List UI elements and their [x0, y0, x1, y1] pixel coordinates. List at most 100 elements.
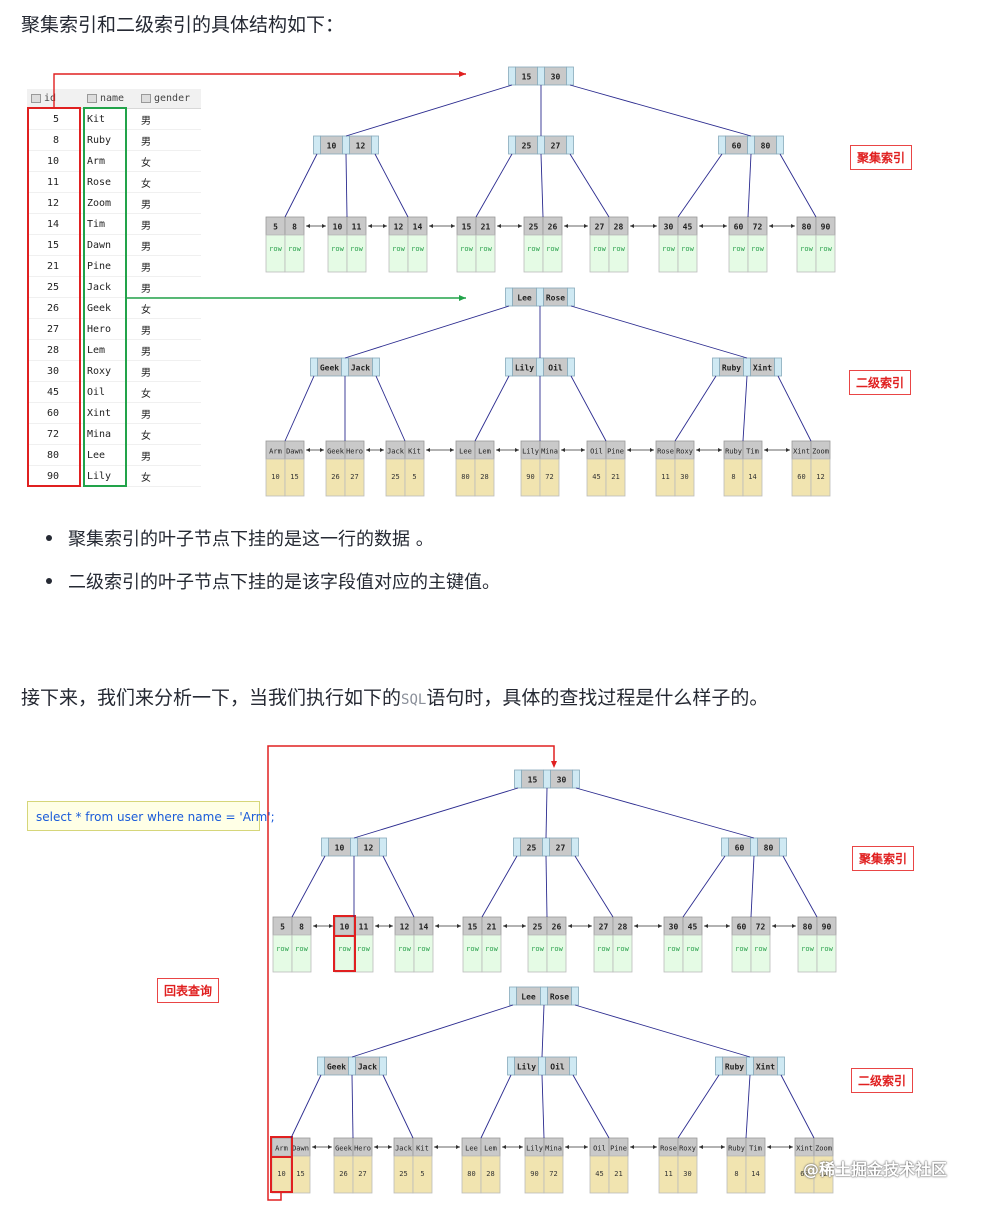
- leaf-key: 10: [340, 923, 350, 932]
- column-header-gender[interactable]: gender: [137, 89, 201, 109]
- arrow-head: [375, 924, 379, 928]
- leaf-key: 12: [400, 923, 410, 932]
- arrow-head: [450, 448, 454, 452]
- row-payload: row: [662, 245, 675, 253]
- arrow-head: [634, 924, 638, 928]
- tree-edge: [745, 1074, 751, 1139]
- cell-gender: 女: [137, 150, 201, 172]
- leaf-key: Rose: [660, 1145, 677, 1153]
- primary-key-cell: [810, 458, 831, 497]
- node-key: Xint: [756, 1062, 775, 1072]
- row-data-cell: [663, 934, 684, 973]
- leaf-key: Arm: [269, 448, 282, 456]
- arrow-head: [368, 224, 372, 228]
- cell-id: 45: [27, 381, 83, 403]
- node-pointer-cell: [569, 1056, 577, 1076]
- arrow-head: [627, 448, 631, 452]
- arrow-head: [503, 924, 507, 928]
- cell-gender: 男: [137, 360, 201, 382]
- leaf-key: 26: [548, 223, 558, 232]
- node-pointer-cell: [540, 986, 548, 1006]
- primary-key-value: 12: [816, 473, 824, 481]
- node-pointer-cell: [379, 1056, 387, 1076]
- leaf-key: Lee: [465, 1145, 478, 1153]
- leaf-key: 25: [533, 923, 543, 932]
- node-key: 15: [522, 73, 532, 82]
- bullet-item: 聚集索引的叶子节点下挂的是这一行的数据 。: [46, 525, 434, 551]
- cell-gender: 男: [137, 318, 201, 340]
- primary-key-value: 14: [751, 1170, 759, 1178]
- column-header-name[interactable]: name: [83, 89, 137, 109]
- row-data-cell: [272, 934, 293, 973]
- tree-edge: [682, 855, 726, 918]
- row-data-cell: [608, 234, 629, 273]
- node-key: Lily: [515, 363, 534, 373]
- arrow-head: [435, 924, 439, 928]
- cell-id: 28: [27, 339, 83, 361]
- tree-edge: [572, 1074, 610, 1139]
- tree-edge: [674, 375, 717, 442]
- tree-edge: [351, 1004, 514, 1058]
- primary-key-value: 25: [399, 1170, 407, 1178]
- leaf-key: Ruby: [725, 448, 742, 456]
- arrow-head: [522, 924, 526, 928]
- leaf-key: Mina: [541, 448, 558, 456]
- tree-edge: [375, 375, 406, 442]
- arrow-head: [564, 224, 568, 228]
- leaf-key: 14: [413, 223, 423, 232]
- leaf-key: Mina: [545, 1145, 562, 1153]
- column-icon: [87, 93, 97, 103]
- row-data-cell: [542, 234, 563, 273]
- row-data-cell: [284, 234, 305, 273]
- primary-key-value: 30: [683, 1170, 691, 1178]
- cell-name: Tim: [83, 213, 137, 235]
- leaf-key: Pine: [607, 448, 624, 456]
- arrow-head: [518, 224, 522, 228]
- intro-heading: 聚集索引和二级索引的具体结构如下：: [21, 14, 345, 36]
- cell-id: 10: [27, 150, 83, 172]
- secondary-index-label: 二级索引: [849, 370, 912, 395]
- arrow-head: [650, 448, 654, 452]
- tree-edge: [569, 153, 610, 218]
- row-payload: row: [357, 945, 370, 953]
- row-payload: row: [531, 945, 544, 953]
- arrow-head: [789, 1145, 793, 1149]
- bullet-dot: [46, 578, 52, 584]
- column-header-id[interactable]: id: [27, 89, 83, 109]
- leaf-key: 60: [734, 223, 744, 232]
- bullet-item: 二级索引的叶子节点下挂的是该字段值对应的主键值。: [46, 568, 500, 594]
- leaf-key: 5: [280, 923, 285, 932]
- tree-edge: [290, 1074, 322, 1139]
- primary-key-value: 45: [592, 473, 600, 481]
- tree-edge: [677, 1074, 720, 1139]
- leaf-key: Roxy: [679, 1145, 696, 1153]
- row-data-cell: [677, 234, 698, 273]
- leaf-key: 21: [487, 923, 497, 932]
- row-data-cell: [334, 934, 355, 973]
- arrow-head: [588, 924, 592, 928]
